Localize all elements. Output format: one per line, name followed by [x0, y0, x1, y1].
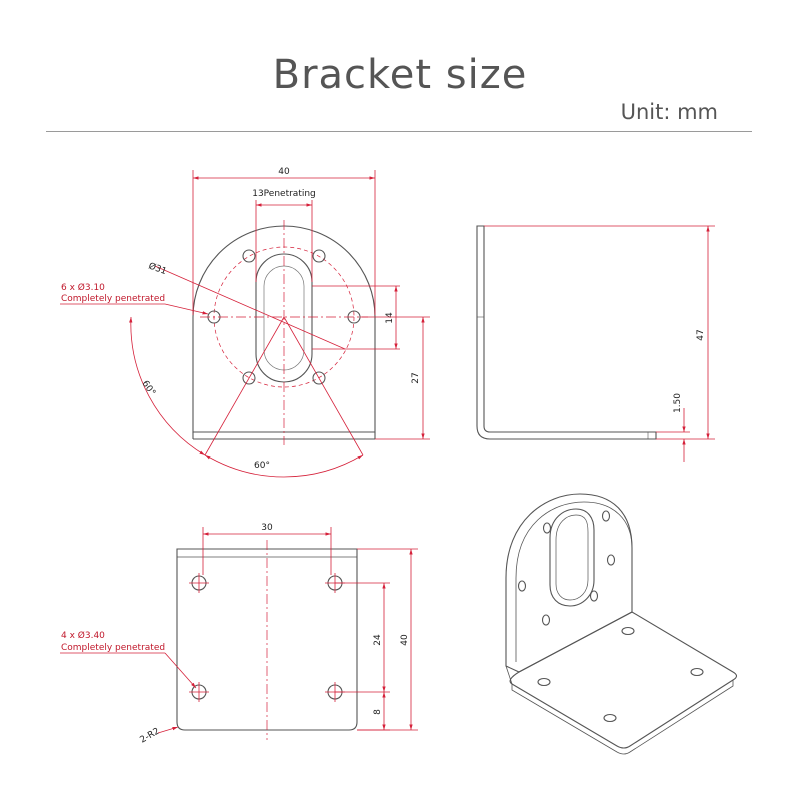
dim-bolt-circle: Ø31 — [147, 260, 168, 277]
dim-slot-width: 13Penetrating — [252, 189, 316, 199]
iso-base-plate — [509, 611, 738, 749]
base-holes-note: Completely penetrated — [61, 643, 165, 653]
base-outline — [176, 548, 358, 731]
side-view: 47 1.50 — [476, 225, 715, 462]
side-profile — [476, 225, 657, 440]
front-hole — [242, 371, 256, 385]
front-hole — [312, 249, 326, 263]
dim-side-height: 47 — [696, 329, 706, 340]
isometric-view — [505, 493, 738, 755]
front-hole — [242, 249, 256, 263]
front-holes-count: 6 x Ø3.10 — [61, 282, 105, 293]
dim-center-height: 27 — [411, 372, 421, 383]
front-holes-note: Completely penetrated — [61, 294, 165, 304]
dim-angle-left: 60° — [140, 379, 157, 398]
dim-base-length: 40 — [400, 634, 410, 646]
page-title: Bracket size — [272, 52, 528, 98]
dim-width: 40 — [278, 167, 290, 177]
dim-angle-bottom: 60° — [254, 461, 270, 471]
front-hole — [312, 371, 326, 385]
front-outline — [192, 225, 376, 433]
dim-hole-spacing-x: 30 — [261, 523, 273, 533]
dim-slot-length: 14 — [385, 312, 395, 324]
mounting-slot — [255, 253, 313, 383]
dim-edge-offset: 8 — [373, 709, 383, 715]
base-holes-count: 4 x Ø3.40 — [61, 630, 105, 641]
dim-hole-spacing-y: 24 — [373, 634, 383, 646]
dim-thickness: 1.50 — [673, 393, 683, 413]
front-view: 40 13Penetrating Ø31 6 x Ø3.10 Completel… — [60, 167, 430, 478]
dim-corner-radius: 2-R2 — [139, 726, 162, 745]
iso-slot — [549, 508, 595, 607]
unit-label: Unit: mm — [620, 100, 718, 124]
header-divider — [46, 131, 752, 132]
base-view: 30 4 x Ø3.40 Completely penetrated 2-R2 … — [60, 523, 418, 746]
